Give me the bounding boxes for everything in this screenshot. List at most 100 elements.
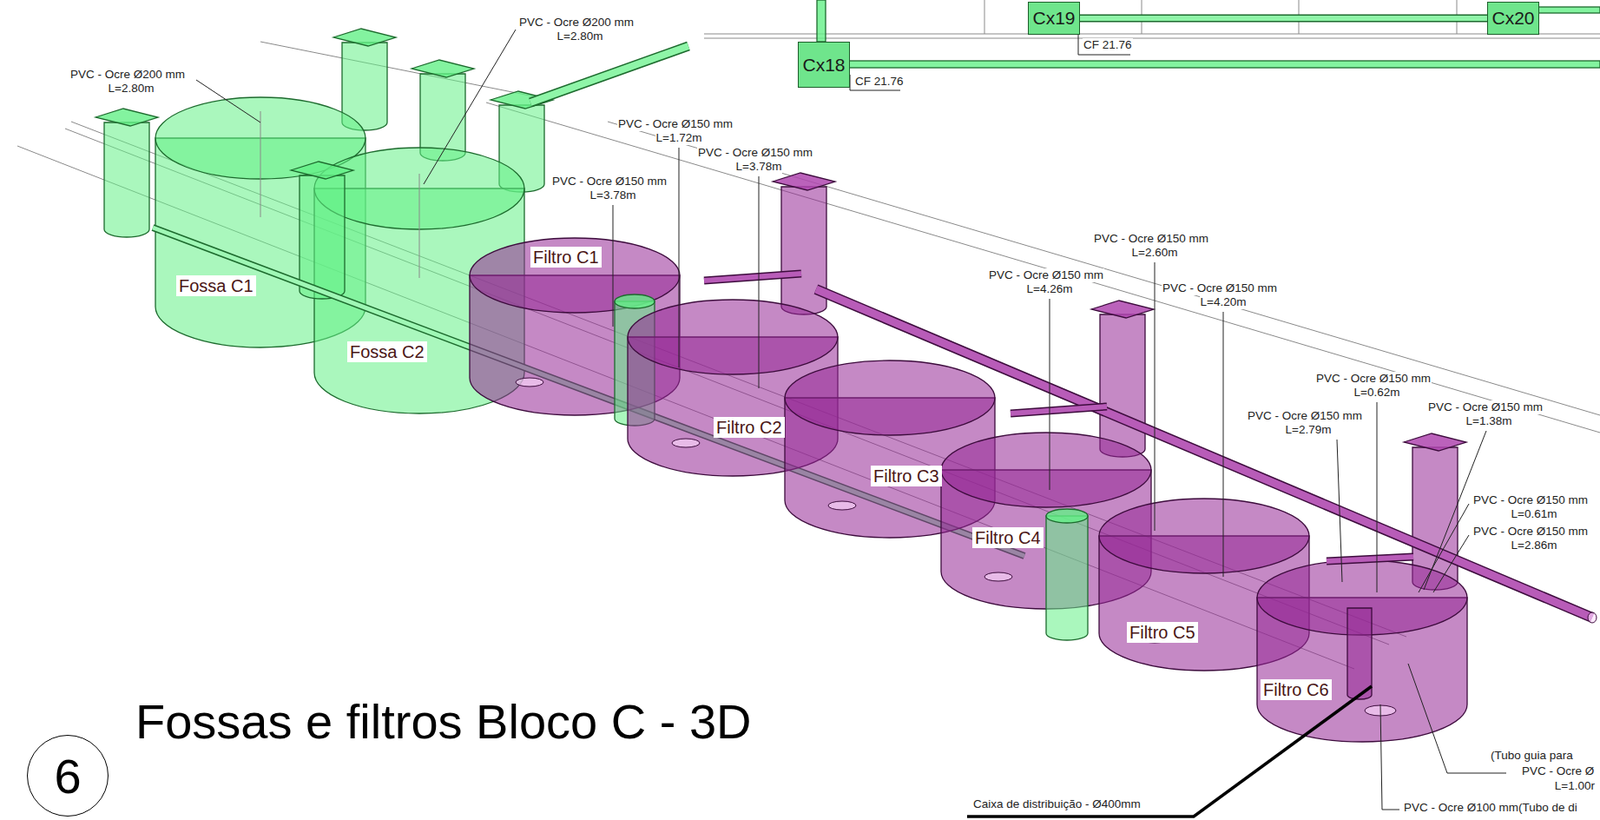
green-pipe (1534, 6, 1600, 14)
callout-label: PVC - Ocre Ø150 mm (1315, 371, 1432, 386)
callout-label: (Tubo guia para (1489, 748, 1574, 763)
callout-label: PVC - Ocre Ø150 mm (551, 174, 668, 189)
leader-line (612, 204, 614, 327)
grid-line (17, 0, 1600, 669)
anaerobic-filter (1257, 559, 1468, 742)
diagram-title: Fossas e filtros Bloco C - 3D (135, 694, 752, 749)
purple-pipe (1326, 556, 1414, 561)
tank-label: Filtro C3 (870, 465, 942, 487)
green-pipe (152, 227, 1025, 556)
anaerobic-filter (828, 500, 856, 510)
purple-pipe (1010, 406, 1107, 414)
leader-line (758, 176, 760, 389)
leader-line (1418, 503, 1469, 593)
green-pipe (152, 227, 1025, 556)
leader-line (1376, 401, 1378, 593)
leader-line (678, 147, 680, 368)
inspection-shaft (1091, 300, 1154, 318)
tank-label: Filtro C2 (713, 416, 785, 438)
grid-line (704, 38, 1600, 40)
purple-pipe (1587, 612, 1597, 623)
purple-pipe (1326, 556, 1414, 561)
tank-label: Filtro C6 (1260, 678, 1332, 700)
callout-label: PVC - Ocre Ø150 mm (1161, 281, 1278, 296)
pipe-connector (1079, 14, 1488, 23)
purple-pipe (816, 289, 1593, 618)
anaerobic-filter (984, 572, 1013, 581)
tank-label: Fossa C2 (347, 341, 428, 363)
inspection-shaft (299, 175, 345, 299)
callout-label: CF 21.76 (1082, 38, 1133, 53)
node-text: Cx20 (1491, 7, 1535, 29)
leader-line (423, 29, 516, 185)
callout-label: L=0.62m (1353, 385, 1402, 400)
node-text: Fossa C2 (349, 342, 425, 362)
callout-label: PVC - Ocre Ø150 mm (617, 117, 734, 132)
callout-label: PVC - Ocre Ø150 mm (1472, 493, 1589, 507)
node-text: Cx19 (1032, 7, 1075, 29)
callout-label: PVC - Ocre Ø (1520, 763, 1595, 778)
callout-label: L=0.61m (1510, 506, 1559, 521)
callout-label: L=3.78m (735, 159, 784, 174)
green-pipe (844, 60, 1600, 68)
inspection-shaft (772, 172, 836, 191)
inspection-box: Cx18 (797, 41, 850, 88)
purple-pipe (704, 273, 802, 281)
callout-number: 6 (26, 734, 109, 817)
tank-label: Fossa C1 (176, 275, 257, 297)
callout-label: PVC - Ocre Ø150 mm (1246, 408, 1363, 423)
leader-line (967, 685, 1372, 817)
pipe-connector (1079, 18, 1488, 20)
anaerobic-filter (671, 438, 700, 448)
leader-line (1049, 298, 1051, 490)
inspection-shaft (411, 59, 475, 78)
callout-label: PVC - Ocre Ø200 mm (518, 15, 635, 30)
purple-pipe (816, 289, 1593, 618)
inspection-box: Cx20 (1487, 1, 1540, 35)
anaerobic-filter (941, 432, 1152, 507)
callout-label: L=4.20m (1199, 295, 1248, 310)
leader-line (1433, 534, 1469, 593)
callout-label: L=4.26m (1026, 282, 1074, 297)
callout-label: L=3.78m (589, 188, 638, 203)
leader-line (1154, 262, 1156, 531)
tank-label: Filtro C1 (530, 246, 602, 268)
septic-tank (155, 97, 525, 414)
inspection-shaft (333, 28, 396, 47)
green-pipe (530, 46, 689, 103)
distribution-box (1046, 508, 1088, 640)
distribution-box (614, 294, 655, 309)
green-pipe (816, 0, 1600, 68)
anaerobic-filter (627, 299, 838, 375)
grid-line (704, 33, 1600, 35)
grid-line (71, 121, 1407, 637)
inspection-shaft (1099, 314, 1146, 457)
septic-tank (260, 111, 262, 218)
leader-line (1336, 439, 1343, 582)
purple-pipe (704, 273, 802, 281)
grid-line (260, 41, 539, 98)
callout-label: L=2.79m (1284, 422, 1333, 437)
inspection-shaft (290, 161, 354, 179)
inspection-shaft (104, 122, 150, 238)
node-text: Filtro C5 (1129, 622, 1196, 642)
leader-line (196, 79, 261, 123)
callout-label: L=2.60m (1131, 245, 1179, 260)
node-text: Filtro C4 (974, 527, 1041, 547)
purple-pipe (1010, 406, 1107, 414)
node-text: Filtro C1 (533, 247, 600, 267)
grid-line (65, 128, 1390, 645)
leader-line (1380, 704, 1400, 810)
node-text: Cx18 (802, 54, 845, 76)
callout-label: L=1.72m (655, 131, 704, 145)
distribution-box (1046, 515, 1088, 640)
inspection-box: Cx19 (1027, 1, 1080, 35)
anaerobic-filter (1347, 607, 1372, 699)
node-text: 6 (53, 747, 81, 804)
callout-label: Caixa de distribuição - Ø400mm (972, 796, 1142, 811)
anaerobic-filter (515, 377, 544, 387)
grid-line (984, 0, 986, 34)
septic-tank (419, 173, 421, 278)
node-text: Filtro C6 (1263, 679, 1330, 699)
